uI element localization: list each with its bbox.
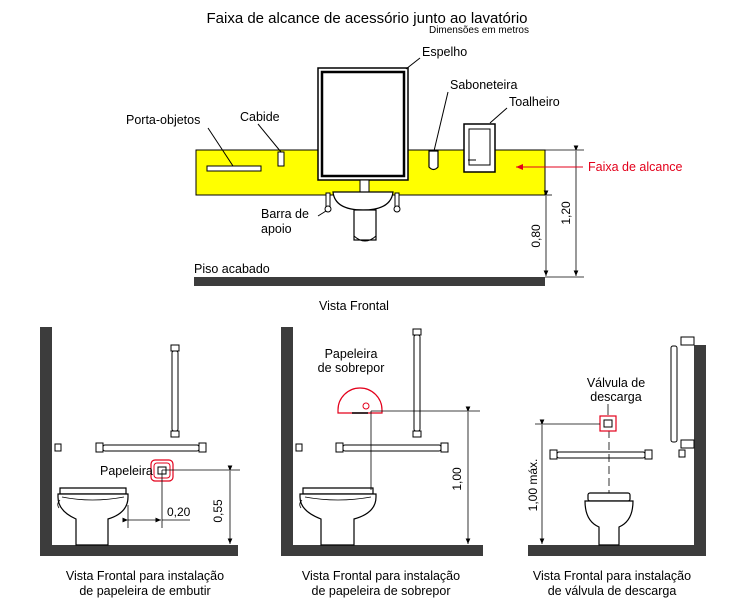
- hook-icon: [277, 151, 285, 167]
- panel3-caption-1: Vista Frontal para instalação: [533, 569, 691, 583]
- horizontal-grab-bar-icon: [549, 449, 653, 460]
- dim-055: 0,55: [211, 499, 225, 523]
- vertical-grab-bar-icon: [170, 344, 180, 438]
- top-view-caption: Vista Frontal: [319, 299, 389, 313]
- flush-valve-label-1: Válvula de: [587, 376, 645, 390]
- toilet-front-icon: [584, 492, 634, 546]
- floor-label: Piso acabado: [194, 262, 270, 276]
- surface-paper-holder-label-1: Papeleira: [325, 347, 378, 361]
- page-title: Faixa de alcance de acessório junto ao l…: [206, 10, 527, 27]
- mirror-frame: [320, 70, 406, 178]
- mirror-label: Espelho: [422, 45, 467, 59]
- object-holder-label: Porta-objetos: [126, 113, 200, 127]
- dim-100: 1,00: [450, 467, 464, 491]
- finished-floor: [194, 277, 545, 286]
- panel2-caption-1: Vista Frontal para instalação: [302, 569, 460, 583]
- soap-dispenser-label: Saboneteira: [450, 78, 517, 92]
- grab-bar-label-1: Barra de: [261, 207, 309, 221]
- object-holder-icon: [206, 165, 262, 172]
- sink: [332, 179, 394, 242]
- surface-paper-holder-label-2: de sobrepor: [318, 361, 385, 375]
- toilet-icon: [299, 487, 377, 546]
- grab-bar-label-2: apoio: [261, 222, 292, 236]
- soap-dispenser-icon: [428, 150, 439, 171]
- vertical-grab-bar-icon: [412, 328, 422, 438]
- hook-label: Cabide: [240, 110, 280, 124]
- wall-and-floor: [40, 327, 238, 556]
- reach-band-label: Faixa de alcance: [588, 160, 683, 174]
- panel1-caption-1: Vista Frontal para instalação: [66, 569, 224, 583]
- panel1-caption-2: de papeleira de embutir: [79, 584, 210, 598]
- top-front-view: Espelho Saboneteira Toalheiro Porta-obje…: [126, 45, 683, 313]
- horizontal-grab-bar-icon: [95, 442, 207, 453]
- panel-flush-valve: Válvula de descarga 1,00 máx. Vista Fron…: [526, 336, 706, 598]
- grab-bar-icon: [324, 192, 401, 213]
- flush-valve-icon: [599, 415, 617, 432]
- dim-080: 0,80: [529, 224, 543, 248]
- towel-holder-label: Toalheiro: [509, 95, 560, 109]
- dim-120: 1,20: [559, 201, 573, 225]
- dim-100max: 1,00 máx.: [526, 459, 540, 512]
- panel2-caption-2: de papeleira de sobrepor: [312, 584, 451, 598]
- horizontal-grab-bar-icon: [335, 442, 449, 453]
- paper-holder-label: Papeleira: [100, 464, 153, 478]
- flush-valve-label-2: descarga: [590, 390, 641, 404]
- panel3-caption-2: de válvula de descarga: [548, 584, 677, 598]
- vertical-grab-bar-icon: [670, 336, 695, 449]
- surface-paper-holder-icon: [337, 387, 383, 414]
- panel-embedded-paper-holder: Papeleira 0,20 0,55 Vista Frontal para i…: [40, 327, 240, 598]
- panel-surface-paper-holder: Papeleira de sobrepor 1,00 Vista Frontal…: [281, 327, 483, 598]
- toilet-icon: [57, 487, 129, 546]
- dim-020: 0,20: [167, 505, 191, 519]
- page-subtitle: Dimensões em metros: [429, 25, 529, 36]
